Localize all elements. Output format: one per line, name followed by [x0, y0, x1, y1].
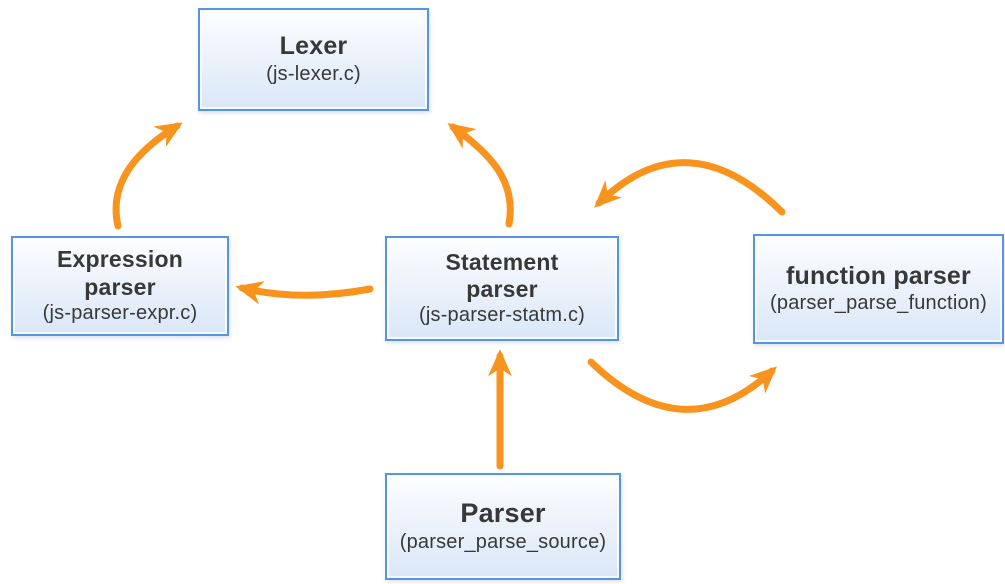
node-expression-parser: Expression parser (js-parser-expr.c) — [11, 236, 229, 336]
node-subtitle: (js-parser-expr.c) — [42, 301, 198, 324]
node-function-parser: function parser (parser_parse_function) — [753, 234, 1004, 344]
node-lexer: Lexer (js-lexer.c) — [198, 8, 429, 111]
node-title: Expression parser — [57, 246, 183, 300]
arrow-statement-parser-to-expression-parser — [235, 281, 374, 305]
arrow-expression-parser-to-lexer — [112, 122, 183, 230]
arrow-statement-parser-to-lexer — [447, 123, 514, 228]
node-title: Statement parser — [445, 248, 559, 302]
node-parser: Parser (parser_parse_source) — [385, 473, 621, 580]
node-title: Parser — [460, 498, 546, 529]
node-subtitle: (js-parser-statm.c) — [418, 304, 586, 327]
node-subtitle: (parser_parse_function) — [770, 292, 987, 315]
node-subtitle: (js-lexer.c) — [266, 62, 361, 85]
node-title: Lexer — [279, 32, 348, 61]
node-title: function parser — [786, 261, 971, 290]
node-subtitle: (parser_parse_source) — [399, 530, 607, 553]
arrow-function-parser-to-statement-parser — [594, 159, 786, 216]
arrow-statement-parser-to-function-parser — [587, 358, 778, 413]
node-statement-parser: Statement parser (js-parser-statm.c) — [385, 236, 619, 341]
